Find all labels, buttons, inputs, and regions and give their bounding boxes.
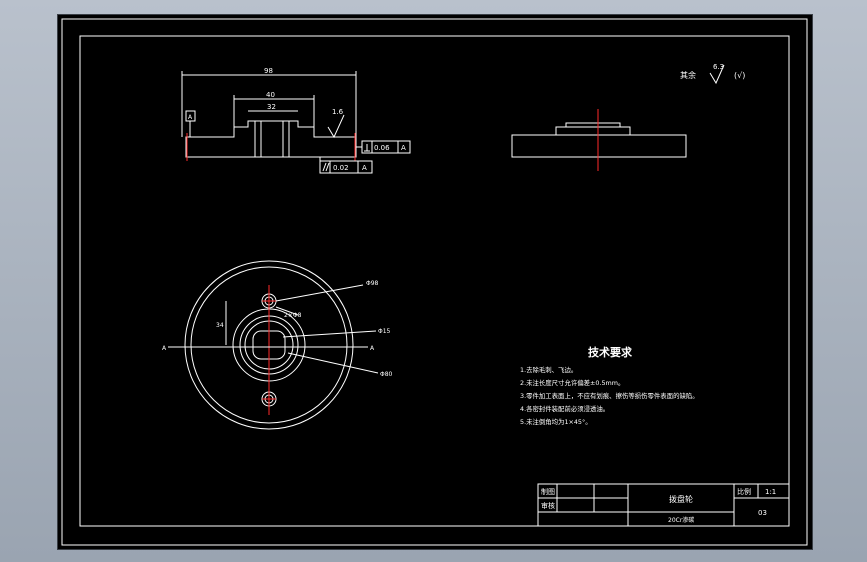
- svg-text:(√): (√): [734, 71, 745, 80]
- tech-req-item: 3.零件加工表面上，不应有划痕、擦伤等损伤零件表面的缺陷。: [520, 391, 699, 400]
- svg-text:其余: 其余: [680, 70, 696, 80]
- svg-text:A: A: [362, 164, 367, 172]
- svg-text:34: 34: [216, 322, 224, 329]
- svg-text:比例: 比例: [737, 487, 751, 496]
- svg-text:6.3: 6.3: [713, 63, 724, 71]
- svg-text:Φ98: Φ98: [366, 280, 379, 287]
- outer-frame: [61, 18, 808, 546]
- svg-text:0.06: 0.06: [374, 144, 390, 152]
- technical-requirements: 技术要求 1.去除毛刺、飞边。 2.未注长度尺寸允许偏差±0.5mm。 3.零件…: [520, 345, 699, 426]
- dim-32: 32: [267, 103, 276, 111]
- svg-text:A: A: [370, 345, 375, 352]
- title-block: 制图 审核 拨盘轮 比例 1:1 20Cr渗碳 03: [537, 483, 790, 527]
- tech-req-item: 2.未注长度尺寸允许偏差±0.5mm。: [520, 378, 624, 387]
- svg-text:Φ15: Φ15: [378, 328, 391, 335]
- cad-viewport[interactable]: 其余 6.3 (√) 98 40 32: [57, 14, 813, 550]
- drawing-number: 03: [758, 509, 767, 517]
- plan-view: A A Φ98 Φ15 Φ80 2×Φ8 34: [162, 260, 393, 430]
- dim-98: 98: [264, 67, 273, 75]
- svg-text:审核: 审核: [541, 501, 555, 510]
- tech-req-item: 5.未注倒角均为1×45°。: [520, 417, 592, 426]
- roughness-1-6: 1.6: [332, 108, 344, 116]
- svg-text:0.02: 0.02: [333, 164, 349, 172]
- inner-frame: [79, 35, 790, 527]
- section-view: 98 40 32 A 1.6 0.06 A 0.02 A: [181, 67, 411, 174]
- side-view: [511, 109, 687, 171]
- general-roughness-note: 其余 6.3 (√): [680, 63, 745, 85]
- datum-a: A: [188, 114, 193, 121]
- svg-text:制图: 制图: [541, 487, 555, 496]
- svg-text:1:1: 1:1: [765, 488, 776, 496]
- svg-text:A: A: [401, 144, 406, 152]
- svg-text:2×Φ8: 2×Φ8: [284, 312, 302, 319]
- tech-req-item: 1.去除毛刺、飞边。: [520, 365, 577, 374]
- svg-text:Φ80: Φ80: [380, 371, 393, 378]
- drawing-canvas: 其余 6.3 (√) 98 40 32: [61, 18, 808, 546]
- svg-text:A: A: [162, 345, 167, 352]
- tech-req-item: 4.各密封件装配前必须浸透油。: [520, 404, 609, 413]
- tech-req-title: 技术要求: [588, 345, 633, 359]
- dim-40: 40: [266, 91, 275, 99]
- material: 20Cr渗碳: [668, 516, 694, 524]
- part-name: 拨盘轮: [669, 494, 693, 504]
